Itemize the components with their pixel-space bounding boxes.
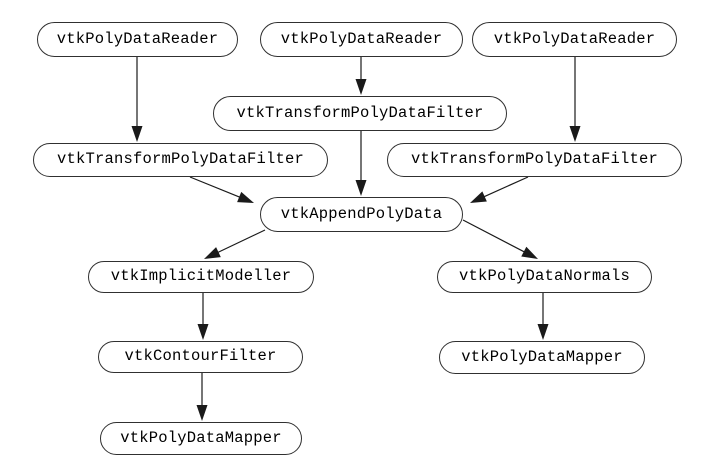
node-label: vtkTransformPolyDataFilter [56, 150, 305, 169]
arrowhead-icon [197, 324, 209, 340]
node-label: vtkImplicitModeller [110, 267, 292, 286]
node-mapper-2: vtkPolyDataMapper [439, 341, 645, 374]
node-normals: vtkPolyDataNormals [437, 261, 652, 293]
arrowhead-icon [521, 246, 538, 259]
node-label: vtkTransformPolyDataFilter [410, 150, 659, 169]
node-label: vtkPolyDataReader [280, 29, 443, 48]
arrowhead-icon [131, 126, 143, 142]
arrowhead-icon [204, 247, 221, 259]
node-label: vtkAppendPolyData [280, 204, 443, 223]
node-transform-2: vtkTransformPolyDataFilter [213, 96, 507, 131]
arrowhead-icon [355, 180, 367, 196]
node-transform-3: vtkTransformPolyDataFilter [387, 143, 682, 177]
arrowhead-icon [355, 79, 367, 95]
node-contour-filter: vtkContourFilter [98, 341, 303, 373]
edge-reader-3-to-transform-3 [569, 57, 581, 142]
node-label: vtkContourFilter [124, 347, 277, 366]
arrowhead-icon [537, 324, 549, 340]
edge-transform-2-to-append [355, 131, 367, 196]
node-label: vtkPolyDataReader [56, 29, 219, 48]
node-reader-3: vtkPolyDataReader [472, 22, 677, 57]
edge-append-to-normals [462, 219, 538, 259]
node-label: vtkPolyDataMapper [461, 347, 623, 366]
edge-reader-2-to-transform-2 [355, 57, 367, 95]
node-reader-1: vtkPolyDataReader [37, 22, 238, 57]
edge-implicit-modeller-to-contour-filter [197, 293, 209, 340]
node-label: vtkTransformPolyDataFilter [236, 103, 484, 122]
node-reader-2: vtkPolyDataReader [260, 22, 463, 57]
edge-contour-filter-to-mapper-1 [196, 373, 208, 421]
node-mapper-1: vtkPolyDataMapper [100, 422, 302, 455]
edge-line [189, 176, 242, 199]
node-label: vtkPolyDataMapper [120, 428, 282, 447]
node-append: vtkAppendPolyData [260, 197, 463, 232]
node-implicit-modeller: vtkImplicitModeller [88, 261, 314, 293]
edge-line [216, 229, 266, 254]
arrowhead-icon [569, 126, 581, 142]
edge-transform-3-to-append [470, 176, 529, 203]
edge-normals-to-mapper-2 [537, 293, 549, 340]
arrowhead-icon [196, 405, 208, 421]
edge-reader-1-to-transform-1 [131, 57, 143, 142]
edge-append-to-implicit-modeller [204, 229, 266, 259]
arrowhead-icon [237, 191, 254, 203]
arrowhead-icon [470, 191, 487, 203]
edge-line [462, 219, 526, 254]
edge-line [482, 176, 529, 198]
node-label: vtkPolyDataReader [493, 29, 656, 48]
node-transform-1: vtkTransformPolyDataFilter [33, 143, 328, 177]
edge-transform-1-to-append [189, 176, 254, 203]
node-label: vtkPolyDataNormals [458, 267, 631, 286]
